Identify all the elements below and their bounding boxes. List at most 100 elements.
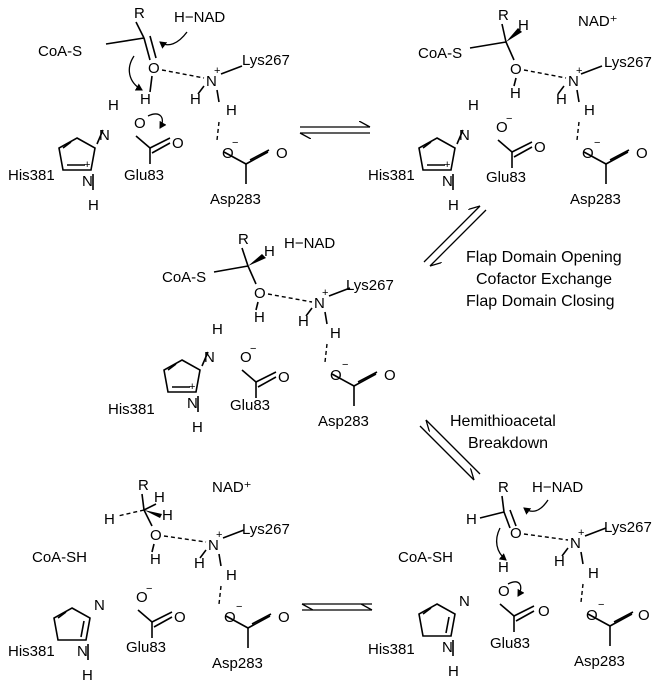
his381-label: His381 [368,641,415,658]
asp-o2-label: O [638,607,650,624]
asp-o-label: O [330,367,342,384]
breakdown-label: Breakdown [468,435,548,452]
his381-label: His381 [368,167,415,184]
oxygen-label: O [254,285,266,302]
lys267-label: Lys267 [604,519,652,536]
panel-after-hydride-transfer: R H CoA-S O H NAD⁺ N + Lys267 H H O O − … [368,7,652,214]
his-h-label: H [468,97,479,114]
asp-o-label: O [222,145,234,162]
his-h2-label: H [192,419,203,436]
h-label: H [466,511,477,528]
lys-h-label: H [298,313,309,330]
coa-s-label: CoA-S [418,45,462,62]
lys-plus-label: + [322,287,328,299]
equilibrium-arrow-top [300,127,370,133]
asp-o-label: O [224,609,236,626]
asp-o2-label: O [278,609,290,626]
his-n-label: N [459,127,470,144]
coa-sh-label: CoA-SH [32,549,87,566]
his-h2-label: H [448,197,459,214]
oxygen-label: O [510,61,522,78]
h-nad-label: H−NAD [532,479,583,496]
his-n-label: N [94,597,105,614]
lys-plus-label: + [216,529,222,541]
lys-h-label: H [556,91,567,108]
cofactor-exchange-label: Cofactor Exchange [476,271,612,288]
lys-h2-label: H [584,102,595,119]
coa-s-label: CoA-S [38,43,82,60]
glu-o-label: O [134,115,146,132]
r-group-label: R [238,231,249,248]
flap-opening-label: Flap Domain Opening [466,249,622,266]
lys-h2-label: H [330,325,341,342]
flap-closing-label: Flap Domain Closing [466,293,615,310]
lys-h2-label: H [226,102,237,119]
r-group-label: R [134,5,145,22]
lys267-label: Lys267 [346,277,394,294]
panel-hemithioacetal-start: R CoA-S O H H−NAD N + Lys267 H H O O − A… [8,5,290,214]
glu-minus-label: − [146,583,152,595]
h-label: H [140,91,151,108]
lys-h2-label: H [226,567,237,584]
his-plus-label: + [444,159,450,171]
his-plus-label: + [84,159,90,171]
h-label-3: H [162,507,173,524]
asp283-label: Asp283 [318,413,369,430]
lys-plus-label: + [214,65,220,77]
his381-label: His381 [108,401,155,418]
coa-sh-label: CoA-SH [398,549,453,566]
glu-o-label: O [496,119,508,136]
equilibrium-arrow-bottom [302,603,372,611]
his381-label: His381 [8,643,55,660]
h-label-4: H [150,551,161,568]
nad-plus-label: NAD⁺ [212,479,252,496]
glu83-label: Glu83 [490,635,530,652]
h-label: H [154,489,165,506]
lys-h-label: H [190,91,201,108]
glu-minus-label: − [250,343,256,355]
r-group-label: R [498,7,509,24]
lys-n-label: N [208,537,219,554]
glu-o2-label: O [538,603,550,620]
his-h-label: H [108,97,119,114]
lys267-label: Lys267 [242,521,290,538]
h-label-2: H [498,559,509,576]
his-n2-label: N [82,173,93,190]
glu-o2-label: O [534,139,546,156]
lys-h2-label: H [588,565,599,582]
equilibrium-arrow-flap [423,206,487,266]
h-label-2: H [254,309,265,326]
his-h-label: H [212,321,223,338]
his-n2-label: N [77,643,88,660]
his-n2-label: N [187,395,198,412]
hemithioacetal-label: Hemithioacetal [450,413,556,430]
asp-minus-label: − [236,601,242,613]
his-plus-label: + [189,381,195,393]
asp283-label: Asp283 [574,653,625,670]
oxygen-label: O [148,60,160,77]
glu-o2-label: O [172,135,184,152]
lys267-label: Lys267 [242,52,290,69]
oxygen-label: O [150,527,162,544]
lys267-label: Lys267 [604,54,652,71]
oxygen-label: O [510,525,522,542]
glu83-label: Glu83 [486,169,526,186]
panel-alcohol-product: R H H H O H NAD⁺ N + Lys267 H H O O − As… [8,477,290,684]
nad-plus-label: NAD⁺ [578,13,618,30]
asp283-label: Asp283 [570,191,621,208]
asp283-label: Asp283 [210,191,261,208]
lys-n-label: N [314,295,325,312]
his-h-label: H [82,667,93,684]
lys-plus-label: + [578,527,584,539]
asp283-label: Asp283 [212,655,263,672]
asp-minus-label: − [598,599,604,611]
asp-minus-label: − [342,359,348,371]
lys-plus-label: + [576,65,582,77]
h-nad-label: H−NAD [284,235,335,252]
his-n2-label: N [442,173,453,190]
glu-o2-label: O [278,369,290,386]
his-h-label: H [448,663,459,680]
his-h2-label: H [88,197,99,214]
h-label: H [264,243,275,260]
